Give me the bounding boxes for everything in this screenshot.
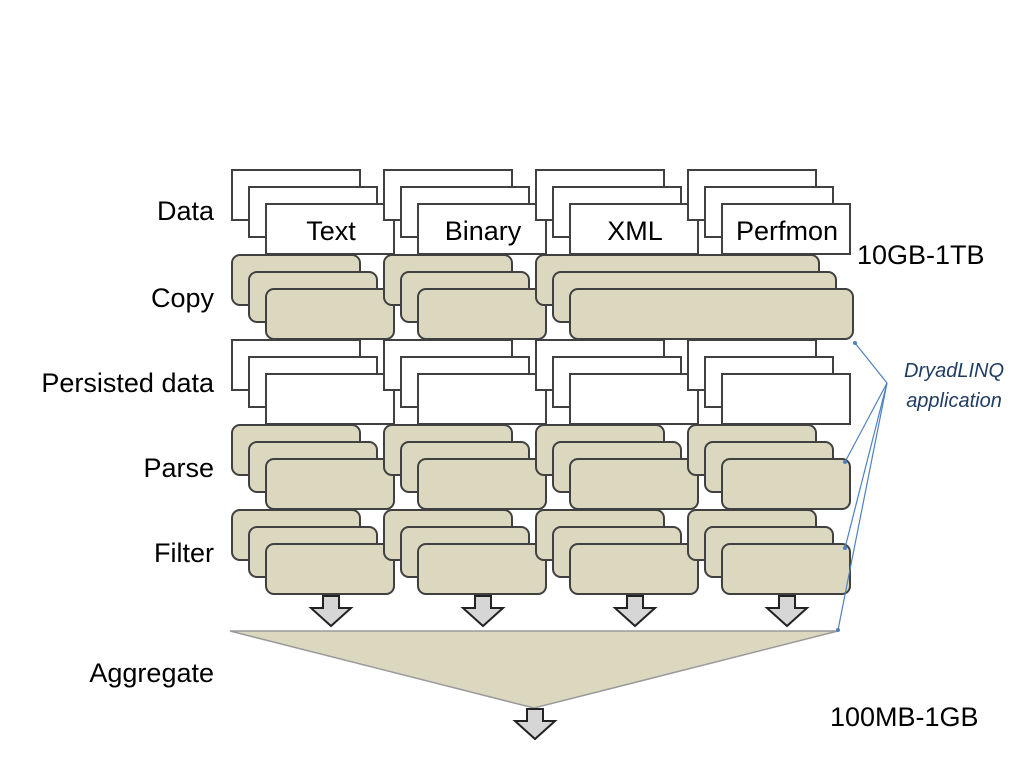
filter-stack-perfmon-layer-3: [721, 543, 851, 595]
note-line-1: DryadLINQ: [903, 360, 1005, 382]
note-link-tip-3: [843, 546, 847, 550]
row-label-aggregate: Aggregate: [89, 658, 214, 688]
note-link-line-2: [844, 382, 888, 463]
filter-stack-binary-layer-3: [417, 543, 547, 595]
copy-stack-binary-layer-3: [417, 288, 547, 340]
persisted-stack-text-layer-3: [265, 373, 395, 425]
copy-stack-xml-perfmon-layer-3: [569, 288, 854, 340]
data-stack-xml-layer-3: [569, 203, 699, 255]
persisted-stack-xml-layer-3: [569, 373, 699, 425]
copy-stack-text-layer-3: [265, 288, 395, 340]
note-link-line-4: [837, 382, 888, 631]
note-link-line-1: [854, 342, 888, 384]
note-link-tip-4: [836, 628, 840, 632]
parse-stack-xml-layer-3: [569, 458, 699, 510]
parse-stack-perfmon-layer-3: [721, 458, 851, 510]
row-label-filter: Filter: [154, 538, 214, 568]
arrow-output: [512, 708, 558, 741]
arrow-filter-perfmon: [764, 595, 810, 628]
note-link-tip-1: [853, 341, 857, 345]
input-size-label: 10GB-1TB: [857, 240, 985, 270]
data-stack-perfmon-layer-3: [721, 203, 851, 255]
parse-stack-text-layer-3: [265, 458, 395, 510]
persisted-stack-binary-layer-3: [417, 373, 547, 425]
row-label-copy: Copy: [150, 283, 214, 313]
note-link-line-3: [844, 382, 888, 549]
arrow-filter-xml: [612, 595, 658, 628]
row-label-data: Data: [156, 196, 214, 226]
output-size-label: 100MB-1GB: [830, 702, 979, 732]
note-line-2: application: [906, 390, 1002, 412]
column-label-xml: XML: [607, 215, 663, 246]
arrow-filter-binary: [460, 595, 506, 628]
column-label-binary: Binary: [444, 215, 522, 246]
column-label-text: Text: [306, 215, 356, 246]
parse-stack-binary-layer-3: [417, 458, 547, 510]
arrow-filter-text: [308, 595, 354, 628]
row-label-parse: Parse: [143, 453, 214, 483]
aggregate-funnel: [229, 630, 839, 709]
column-label-perfmon: Perfmon: [735, 215, 839, 246]
data-stack-binary-layer-3: [417, 203, 547, 255]
data-stack-text-layer-3: [265, 203, 395, 255]
persisted-stack-perfmon-layer-3: [721, 373, 851, 425]
filter-stack-xml-layer-3: [569, 543, 699, 595]
filter-stack-text-layer-3: [265, 543, 395, 595]
note-link-tip-2: [843, 460, 847, 464]
row-label-persisted-data: Persisted data: [41, 368, 214, 398]
dryadlinq-note: DryadLINQ application: [890, 356, 1018, 416]
